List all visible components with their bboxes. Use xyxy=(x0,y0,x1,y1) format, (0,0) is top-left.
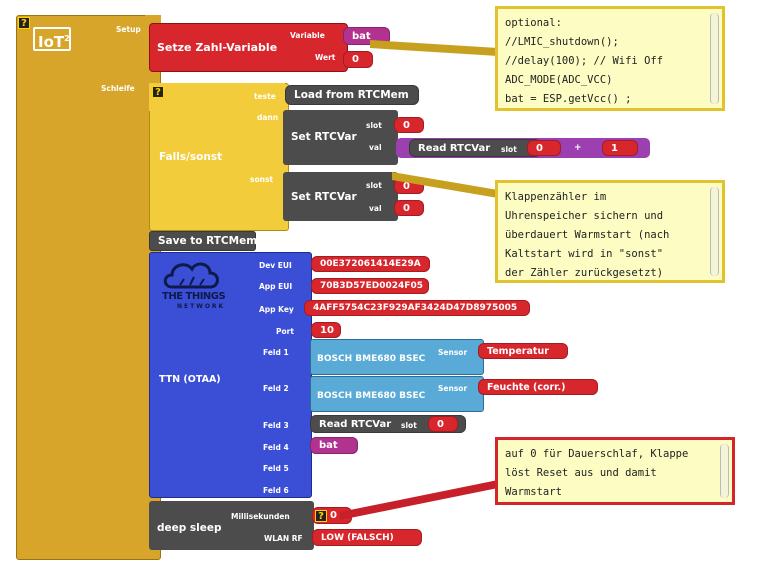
comment-deep-sleep[interactable]: auf 0 für Dauerschlaf, Klappe löst Reset… xyxy=(495,437,735,505)
val-label: val xyxy=(369,143,382,152)
if-else-title: Falls/sonst xyxy=(159,151,223,163)
slot-label: slot xyxy=(366,181,382,190)
iot-main-block[interactable] xyxy=(16,15,161,560)
ttn-title: TTN (OTAA) xyxy=(159,374,221,385)
bme680-sensor-block-1[interactable] xyxy=(310,339,484,375)
slot-value-pill[interactable]: 0 xyxy=(394,117,424,133)
save-to-rtcmem-block[interactable]: Save to RTCMem xyxy=(149,231,257,251)
loop-label: Schleife xyxy=(101,84,135,93)
field4-label: Feld 4 xyxy=(263,443,289,452)
set-rtcvar-else-title: Set RTCVar xyxy=(291,191,357,203)
field4-value[interactable]: bat xyxy=(310,437,358,454)
port-label: Port xyxy=(276,327,294,336)
ttn-logo-text: THE THINGS xyxy=(162,291,226,302)
set-rtcvar-else-block[interactable] xyxy=(283,172,398,221)
field1-label: Feld 1 xyxy=(263,348,289,357)
field3-slot-label: slot xyxy=(401,421,417,430)
field6-label: Feld 6 xyxy=(263,486,289,495)
help-icon[interactable]: ? xyxy=(315,509,327,522)
if-else-top-arm xyxy=(149,83,285,111)
deep-sleep-block[interactable] xyxy=(149,501,314,550)
field3-label: Feld 3 xyxy=(263,421,289,430)
test-label: teste xyxy=(254,92,276,101)
value-zero-pill[interactable]: 0 xyxy=(343,51,373,68)
ttn-otaa-block[interactable] xyxy=(149,252,312,498)
iot-badge: IoT2 xyxy=(33,27,71,51)
app-key-field[interactable]: 4AFF5754C23F929AF3424D47D8975005 xyxy=(304,300,530,316)
ms-value-pill[interactable]: ? 0 xyxy=(312,507,352,524)
read-slot-value-pill[interactable]: 0 xyxy=(527,140,561,156)
app-key-label: App Key xyxy=(259,305,294,314)
variable-bat-pill[interactable]: bat xyxy=(343,27,390,45)
field3-slot-value[interactable]: 0 xyxy=(428,416,458,432)
help-icon[interactable]: ? xyxy=(152,86,164,98)
else-label: sonst xyxy=(250,175,274,184)
comment-optional-adc[interactable]: optional: //LMIC_shutdown(); //delay(100… xyxy=(495,6,725,111)
ttn-logo-sub: NETWORK xyxy=(177,303,226,310)
bme680-sensor-block-2[interactable] xyxy=(310,376,484,412)
wlan-rf-dropdown[interactable]: LOW (FALSCH) xyxy=(312,529,422,546)
read-rtcvar-field3-block[interactable]: Read RTCVar xyxy=(310,415,466,433)
val-label: val xyxy=(369,204,382,213)
ms-label: Millisekunden xyxy=(231,512,290,521)
plus-operator[interactable]: + xyxy=(574,143,582,153)
dev-eui-field[interactable]: 00E372061414E29A xyxy=(311,256,430,272)
ttn-cloud-icon xyxy=(160,255,226,291)
help-icon[interactable]: ? xyxy=(18,17,30,29)
comment-scrollbar[interactable] xyxy=(710,187,719,276)
deep-sleep-title: deep sleep xyxy=(157,522,222,534)
read-slot-label: slot xyxy=(501,145,517,154)
else-val-value-pill[interactable]: 0 xyxy=(394,200,424,216)
then-label: dann xyxy=(257,113,279,122)
sensor1-label: Sensor xyxy=(438,348,468,357)
sensor2-name: BOSCH BME680 BSEC xyxy=(317,391,426,401)
set-var-title: Setze Zahl-Variable xyxy=(157,41,278,54)
set-rtcvar-then-block[interactable] xyxy=(283,110,398,165)
dev-eui-label: Dev EUI xyxy=(259,261,292,270)
setup-label: Setup xyxy=(116,25,141,34)
sensor2-value[interactable]: Feuchte (corr.) xyxy=(478,379,598,395)
sensor2-label: Sensor xyxy=(438,384,468,393)
read-rtcvar-block[interactable]: Read RTCVar xyxy=(409,139,541,157)
comment-flap-counter[interactable]: Klappenzähler im Uhrenspeicher sichern u… xyxy=(495,180,725,283)
field2-label: Feld 2 xyxy=(263,384,289,393)
set-rtcvar-then-title: Set RTCVar xyxy=(291,131,357,143)
field5-label: Feld 5 xyxy=(263,464,289,473)
operand-one-pill[interactable]: 1 xyxy=(602,140,638,156)
load-from-rtcmem-block[interactable]: Load from RTCMem xyxy=(285,85,419,105)
slot-label: slot xyxy=(366,121,382,130)
sensor1-name: BOSCH BME680 BSEC xyxy=(317,354,426,364)
value-label: Wert xyxy=(315,53,336,62)
app-eui-label: App EUI xyxy=(259,282,293,291)
wlan-label: WLAN RF xyxy=(264,534,303,543)
variable-label: Variable xyxy=(290,31,325,40)
app-eui-field[interactable]: 70B3D57ED0024F05 xyxy=(311,278,429,294)
sensor1-value[interactable]: Temperatur xyxy=(478,343,568,359)
comment-scrollbar[interactable] xyxy=(720,444,729,498)
comment-scrollbar[interactable] xyxy=(710,13,719,104)
port-field[interactable]: 10 xyxy=(311,322,341,338)
set-number-variable-block[interactable] xyxy=(149,23,348,72)
